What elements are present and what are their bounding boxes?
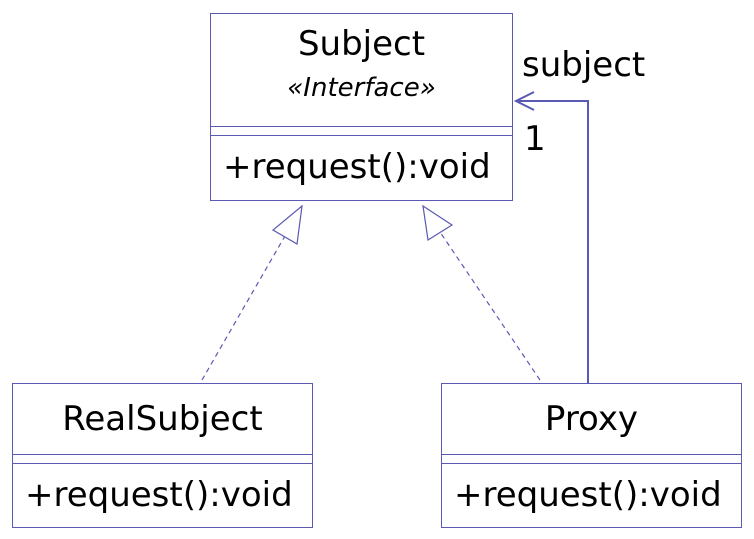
realsubject-class-box: RealSubject +request():void — [12, 383, 313, 528]
subject-stereotype: «Interface» — [287, 73, 436, 103]
realsubject-attributes-compartment — [13, 454, 312, 463]
realization-arrowhead-proxy — [422, 204, 454, 241]
realsubject-operation: +request():void — [13, 463, 312, 529]
association-arrowhead — [513, 91, 535, 111]
realization-line-realsubject — [201, 228, 290, 381]
proxy-attributes-compartment — [442, 454, 741, 463]
realization-line-proxy — [437, 228, 541, 381]
realization-arrowhead-realsubject — [271, 204, 303, 245]
realsubject-class-name: RealSubject — [62, 399, 263, 439]
proxy-class-box: Proxy +request():void — [441, 383, 742, 528]
proxy-operation: +request():void — [442, 463, 741, 529]
subject-class-box: Subject «Interface» +request():void — [210, 13, 513, 201]
association-multiplicity-label: 1 — [524, 119, 546, 159]
proxy-class-name: Proxy — [544, 399, 639, 439]
association-line — [516, 100, 589, 383]
subject-class-name: Subject — [297, 24, 426, 64]
subject-attributes-compartment — [211, 126, 512, 135]
association-role-label: subject — [522, 45, 646, 85]
subject-operation: +request():void — [211, 135, 512, 203]
